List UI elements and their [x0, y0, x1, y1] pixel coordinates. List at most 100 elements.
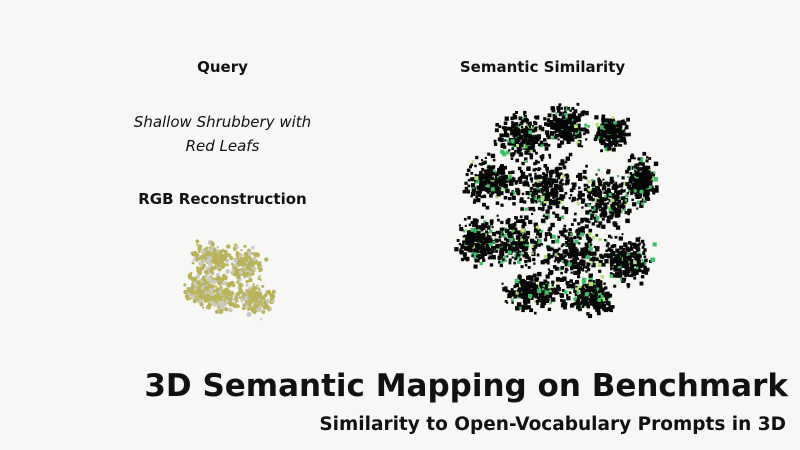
semantic-point — [628, 258, 632, 261]
semantic-point — [506, 301, 509, 304]
semantic-point — [530, 238, 535, 243]
rgb-point — [240, 300, 244, 303]
semantic-point — [639, 264, 643, 269]
semantic-point — [558, 119, 561, 122]
semantic-point — [559, 130, 562, 133]
semantic-point — [610, 267, 613, 271]
semantic-point — [502, 139, 505, 142]
semantic-point — [519, 198, 524, 203]
semantic-point — [524, 251, 527, 255]
semantic-point — [631, 271, 635, 276]
semantic-point — [480, 240, 483, 244]
semantic-point — [591, 211, 595, 214]
semantic-point — [638, 269, 642, 273]
semantic-point — [610, 212, 615, 216]
rgb-point — [266, 289, 272, 295]
semantic-point — [612, 140, 617, 145]
rgb-point — [204, 274, 208, 278]
semantic-point — [585, 270, 588, 273]
semantic-point — [542, 172, 545, 175]
rgb-point — [217, 280, 223, 286]
semantic-point — [614, 143, 618, 147]
semantic-point — [519, 169, 523, 173]
semantic-point — [577, 291, 581, 295]
semantic-point — [528, 136, 533, 141]
rgb-point — [196, 269, 201, 273]
semantic-point — [502, 177, 507, 182]
semantic-point — [570, 264, 575, 269]
semantic-point — [618, 196, 622, 200]
semantic-point — [580, 217, 585, 222]
semantic-point — [576, 133, 580, 137]
semantic-point — [610, 198, 615, 203]
semantic-point — [542, 205, 545, 208]
rgb-point — [212, 260, 215, 263]
semantic-point — [591, 262, 596, 268]
rgb-point — [252, 256, 257, 262]
semantic-point — [530, 293, 535, 298]
semantic-point — [574, 296, 579, 301]
semantic-point — [604, 286, 608, 290]
semantic-point — [596, 311, 600, 314]
semantic-point — [503, 130, 508, 134]
semantic-point — [533, 300, 536, 303]
semantic-point — [524, 259, 528, 264]
semantic-point — [464, 186, 469, 191]
rgb-point — [261, 284, 265, 288]
rgb-point — [229, 298, 233, 302]
semantic-point — [507, 140, 510, 143]
semantic-point — [460, 257, 465, 262]
semantic-point — [587, 180, 591, 184]
semantic-point — [561, 230, 565, 234]
semantic-point — [570, 137, 575, 142]
rgb-reconstruction-heading: RGB Reconstruction — [138, 190, 307, 208]
semantic-point — [635, 266, 639, 270]
semantic-point — [588, 228, 593, 233]
semantic-point — [514, 180, 519, 184]
semantic-point — [563, 254, 567, 258]
semantic-point — [632, 184, 637, 189]
semantic-point — [556, 185, 561, 190]
semantic-point — [546, 300, 550, 303]
semantic-point — [540, 290, 544, 295]
semantic-point — [559, 181, 562, 185]
semantic-point — [571, 121, 576, 126]
semantic-point — [576, 141, 581, 146]
semantic-point — [535, 115, 540, 120]
semantic-point — [611, 147, 616, 152]
semantic-point — [616, 261, 621, 266]
rgb-point — [202, 275, 205, 279]
semantic-point — [521, 138, 525, 142]
semantic-point — [548, 153, 551, 157]
semantic-point — [576, 174, 580, 178]
semantic-point — [630, 267, 634, 271]
semantic-point — [609, 143, 613, 147]
semantic-point — [547, 195, 551, 199]
semantic-point — [516, 254, 520, 258]
semantic-point — [546, 255, 551, 260]
semantic-point — [544, 286, 548, 289]
rgb-point — [263, 293, 268, 297]
semantic-point — [511, 121, 514, 124]
semantic-point — [543, 199, 548, 204]
semantic-point — [504, 259, 508, 263]
semantic-point — [625, 169, 629, 174]
semantic-point — [483, 160, 487, 165]
semantic-point — [576, 298, 580, 302]
semantic-point — [599, 254, 604, 259]
rgb-point — [187, 273, 193, 278]
semantic-point — [518, 116, 523, 121]
semantic-point — [637, 266, 641, 270]
semantic-point — [510, 241, 514, 246]
semantic-point — [482, 241, 486, 245]
semantic-point — [595, 214, 598, 217]
semantic-point — [547, 307, 552, 311]
semantic-point — [563, 136, 568, 141]
semantic-point — [617, 143, 621, 147]
semantic-point — [498, 235, 502, 239]
semantic-point — [532, 257, 536, 262]
semantic-point — [480, 254, 485, 259]
semantic-point — [472, 251, 477, 257]
semantic-point — [626, 253, 630, 257]
semantic-point — [559, 194, 562, 197]
